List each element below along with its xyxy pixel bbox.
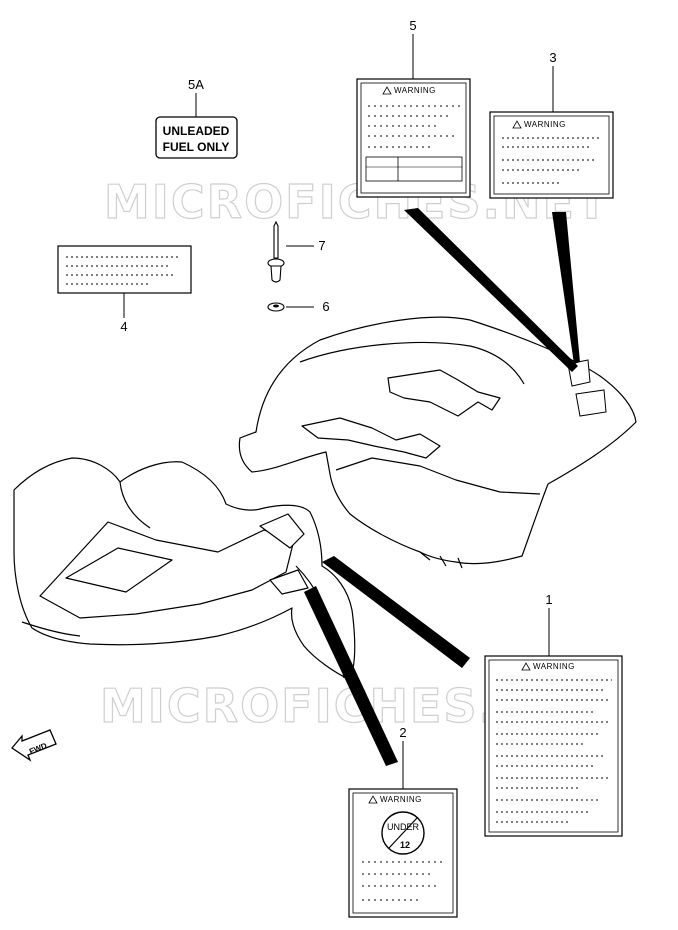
warning-triangle-icon (382, 86, 392, 95)
callout-5a: 5A (188, 77, 204, 92)
callout-2: 2 (399, 725, 406, 740)
warning-triangle-icon (512, 120, 522, 129)
part-6-washer[interactable] (267, 302, 285, 312)
part-7-rivet[interactable] (267, 220, 285, 283)
part-1-warning-label[interactable]: WARNING (484, 655, 623, 837)
unleaded-line2: FUEL ONLY (163, 140, 230, 154)
callout-3: 3 (549, 50, 556, 65)
part-4-label[interactable] (57, 245, 192, 294)
label1-heading: WARNING (533, 662, 575, 671)
callout-7: 7 (318, 238, 325, 253)
front-fender (13, 457, 356, 681)
callout-5: 5 (409, 18, 416, 33)
part-2-warning-label[interactable]: WARNING UNDER 12 (348, 788, 458, 918)
callout-1: 1 (545, 592, 552, 607)
warning-triangle-icon (368, 795, 378, 804)
rear-fender (238, 316, 637, 569)
warning-triangle-icon (521, 662, 531, 671)
callout-6: 6 (322, 299, 329, 314)
under-sign-line2: 12 (400, 840, 410, 850)
under-sign-line1: UNDER (387, 822, 420, 832)
label2-heading: WARNING (380, 795, 422, 804)
label3-heading: WARNING (524, 120, 566, 129)
part-5-warning-label[interactable]: WARNING (356, 78, 471, 198)
leader-wedges (304, 208, 580, 766)
fwd-arrow-icon: FWD (11, 729, 57, 762)
part-5a-unleaded-label[interactable]: UNLEADED FUEL ONLY (155, 116, 238, 159)
callout-4: 4 (120, 319, 127, 334)
under-12-prohibited-icon: UNDER 12 (381, 811, 425, 855)
part-3-warning-label[interactable]: WARNING (489, 111, 614, 199)
unleaded-line1: UNLEADED (163, 124, 230, 138)
label5-heading: WARNING (394, 86, 436, 95)
